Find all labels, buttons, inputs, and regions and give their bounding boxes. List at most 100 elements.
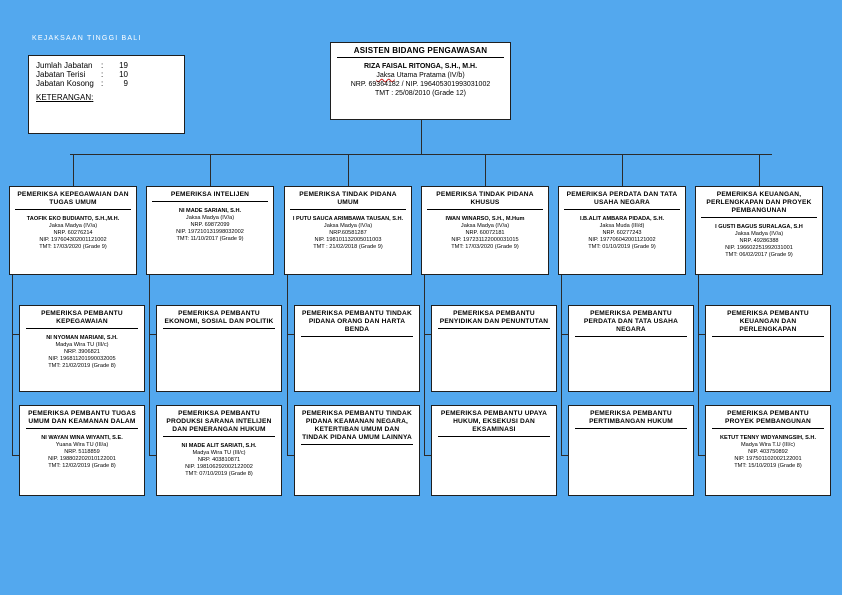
person-nrp: NRP. 60276214 (53, 230, 93, 236)
top-position-name: RIZA FAISAL RITONGA, S.H., M.H. (363, 63, 478, 70)
person-nip: NIP. 198106292002122002 (185, 464, 253, 470)
section-head-box: PEMERIKSA KEPEGAWAIAN DAN TUGAS UMUM TAOF… (9, 186, 137, 275)
person-name: TAOFIK EKO BUDIANTO, S.H.,M.H. (26, 216, 120, 222)
section-head-box: PEMERIKSA KEUANGAN, PERLENGKAPAN DAN PRO… (695, 186, 823, 275)
summary-value: 9 (123, 79, 128, 88)
person-rank: Madya Wira TU (III/c) (55, 342, 109, 348)
person-name: NI WAYAN WINA WIYANTI, S.E. (41, 435, 123, 441)
connector-line (561, 455, 571, 456)
person-name: NI NYOMAN MARIANI, S.H. (46, 335, 118, 341)
person-nrp: NRP. 60277243 (602, 230, 642, 236)
person-name: I GUSTI BAGUS SURALAGA, S.H (715, 224, 803, 230)
summary-sep: : (101, 79, 104, 88)
box-title: PEMERIKSA PEMBANTU PROYEK PEMBANGUNAN (712, 410, 824, 429)
person-tmt: TMT: 06/02/2017 (Grade 9) (725, 252, 793, 258)
person-nrp: NIP. 403750892 (748, 449, 788, 455)
person-tmt: TMT: 07/10/2019 (Grade 8) (185, 471, 253, 477)
person-nrp: NRP. 60072181 (465, 230, 505, 236)
box-title: PEMERIKSA PEMBANTU TUGAS UMUM DAN KEAMAN… (26, 410, 138, 429)
connector-line (12, 334, 22, 335)
box-title: PEMERIKSA KEPEGAWAIAN DAN TUGAS UMUM (15, 191, 131, 210)
person-nrp: NRP. 403810871 (197, 457, 241, 463)
person-rank: Madya Wira T.U (III/c) (741, 442, 795, 448)
person-nrp: NRP. 49286388 (739, 238, 779, 244)
person-info: NI MADE SARIANI, S.H.Jaksa Madya (IV/a)N… (147, 208, 273, 243)
sub-section-box: PEMERIKSA PEMBANTU EKONOMI, SOSIAL DAN P… (156, 305, 282, 392)
person-nrp: NRP. 5118859 (64, 449, 100, 455)
person-rank: Jaksa Madya (IV/a) (323, 223, 373, 229)
sub-section-box: PEMERIKSA PEMBANTU UPAYA HUKUM, EKSEKUSI… (431, 405, 557, 496)
connector-line (698, 334, 708, 335)
connector-line (424, 455, 434, 456)
connector-line (561, 275, 562, 455)
box-title: PEMERIKSA PEMBANTU TINDAK PIDANA KEAMANA… (301, 410, 413, 445)
section-head-box: PEMERIKSA INTELIJEN NI MADE SARIANI, S.H.… (146, 186, 274, 275)
connector-line (424, 334, 434, 335)
summary-row-vacant: Jabatan Kosong : 9 (29, 79, 184, 88)
sub-section-box: PEMERIKSA PEMBANTU KEUANGAN DAN PERLENGK… (705, 305, 831, 392)
top-position-tmt: TMT : 25/08/2010 (Grade 12) (375, 90, 466, 97)
person-nrp: NRP. 3906821 (64, 349, 100, 355)
sub-section-box: PEMERIKSA PEMBANTU TINDAK PIDANA KEAMANA… (294, 405, 420, 496)
person-tmt: TMT : 21/02/2018 (Grade 9) (313, 244, 383, 250)
connector-line (421, 120, 422, 154)
page-title: KEJAKSAAN TINGGI BALI (32, 35, 142, 42)
person-tmt: TMT: 17/03/2020 (Grade 9) (39, 244, 107, 250)
box-title: PEMERIKSA KEUANGAN, PERLENGKAPAN DAN PRO… (701, 191, 817, 218)
connector-line (698, 455, 708, 456)
person-nrp: NRP.60581287 (329, 230, 367, 236)
person-tmt: TMT: 11/10/2017 (Grade 9) (176, 236, 244, 242)
connector-line (424, 275, 425, 455)
top-position-box: ASISTEN BIDANG PENGAWASAN RIZA FAISAL RI… (330, 42, 511, 120)
summary-row-filled: Jabatan Terisi : 10 (29, 70, 184, 79)
summary-row-total: Jumlah Jabatan : 19 (29, 61, 184, 70)
sub-section-box: PEMERIKSA PEMBANTU PENYIDIKAN DAN PENUNT… (431, 305, 557, 392)
box-title: PEMERIKSA PEMBANTU KEPEGAWAIAN (26, 310, 138, 329)
person-name: NI MADE SARIANI, S.H. (178, 208, 242, 214)
summary-label: Jumlah Jabatan (36, 61, 93, 70)
person-nip: NIP. 197501102002122001 (734, 456, 802, 462)
box-title: PEMERIKSA TINDAK PIDANA KHUSUS (427, 191, 543, 210)
connector-line (73, 154, 74, 186)
connector-line (70, 154, 772, 155)
person-rank: Jaksa Madya (IV/a) (48, 223, 98, 229)
top-position-nrp-nip: NRP. 69364182 / NIP. 196405301993031002 (350, 81, 491, 88)
person-info: I.B.ALIT AMBARA PIDADA, S.H.Jaksa Muda (… (559, 216, 685, 251)
connector-line (348, 154, 349, 186)
connector-line (287, 275, 288, 455)
sub-section-box: PEMERIKSA PEMBANTU PERDATA DAN TATA USAH… (568, 305, 694, 392)
summary-value: 19 (119, 61, 128, 70)
connector-line (698, 275, 699, 455)
keterangan-label: KETERANGAN: (36, 93, 94, 102)
person-nip: NIP. 198101132005011003 (314, 237, 382, 243)
person-tmt: TMT: 15/10/2019 (Grade 8) (734, 463, 802, 469)
person-name: IWAN WINARSO, S.H., M.Hum (445, 216, 525, 222)
connector-line (149, 275, 150, 455)
connector-line (561, 334, 571, 335)
person-nip: NIP. 197604302001121002 (39, 237, 107, 243)
person-info: KETUT TENNY WIDYANINGSIH, S.H.Madya Wira… (706, 435, 830, 470)
person-rank: Jaksa Madya (IV/a) (460, 223, 510, 229)
person-rank: Yuana Wira TU (III/a) (55, 442, 109, 448)
person-nip: NIP. 196602251992031001 (725, 245, 793, 251)
sub-section-box: PEMERIKSA PEMBANTU PERTIMBANGAN HUKUM (568, 405, 694, 496)
top-position-rank: Jaksa Utama Pratama (IV/b) (376, 72, 465, 79)
box-title: PEMERIKSA PEMBANTU PERDATA DAN TATA USAH… (575, 310, 687, 337)
sub-section-box: PEMERIKSA PEMBANTU PROYEK PEMBANGUNAN KET… (705, 405, 831, 496)
box-title: PEMERIKSA PEMBANTU PRODUKSI SARANA INTEL… (163, 410, 275, 437)
person-name: I PUTU SAUCA ARIMBAWA TAUSAN, S.H. (292, 216, 404, 222)
summary-label: Jabatan Terisi (36, 70, 86, 79)
connector-line (622, 154, 623, 186)
person-name: KETUT TENNY WIDYANINGSIH, S.H. (719, 435, 817, 441)
box-title: PEMERIKSA INTELIJEN (152, 191, 268, 202)
box-title: PEMERIKSA PEMBANTU TINDAK PIDANA ORANG D… (301, 310, 413, 337)
person-info: NI MADE ALIT SARIATI, S.H.Madya Wira TU … (157, 443, 281, 478)
position-summary-box: Jumlah Jabatan : 19 Jabatan Terisi : 10 … (28, 55, 185, 134)
person-tmt: TMT: 17/03/2020 (Grade 9) (451, 244, 519, 250)
summary-sep: : (101, 61, 104, 70)
section-head-box: PEMERIKSA TINDAK PIDANA KHUSUS IWAN WINAR… (421, 186, 549, 275)
box-title: PEMERIKSA PEMBANTU UPAYA HUKUM, EKSEKUSI… (438, 410, 550, 437)
